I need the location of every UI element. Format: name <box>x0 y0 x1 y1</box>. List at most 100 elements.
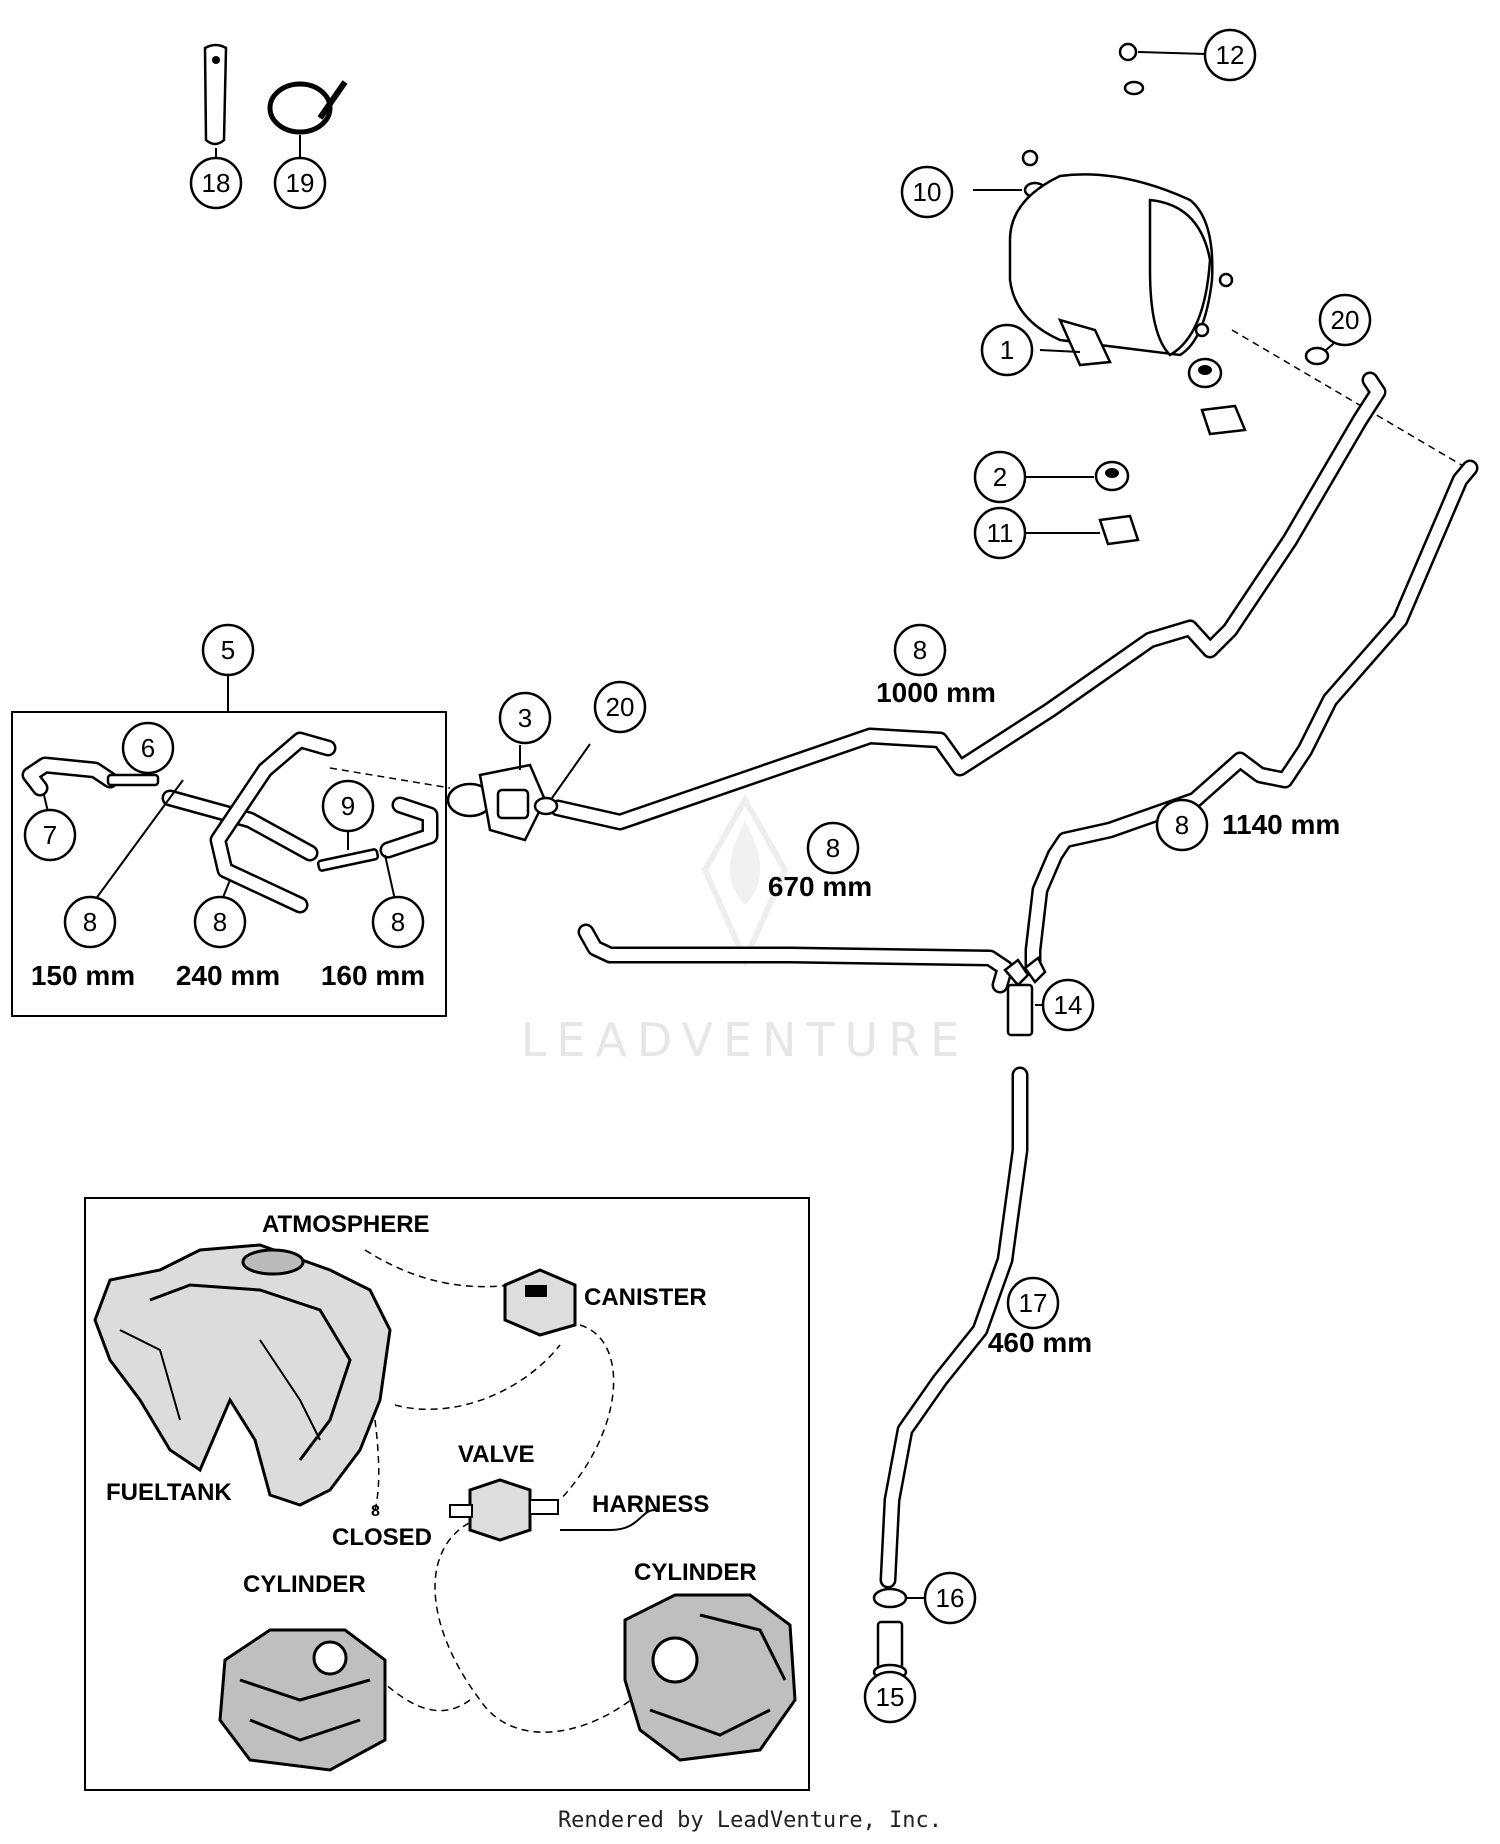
leader-20-lower <box>551 743 591 799</box>
length-670mm: 670 mm <box>768 871 872 902</box>
length-160mm: 160 mm <box>321 960 425 991</box>
leader-1 <box>1039 349 1081 353</box>
svg-text:8: 8 <box>1175 810 1189 840</box>
part-20-clamp-upper <box>1304 346 1330 366</box>
callout-8-150: 8 <box>63 895 117 949</box>
svg-text:2: 2 <box>993 462 1007 492</box>
svg-text:9: 9 <box>341 791 355 821</box>
callout-17: 17 <box>1006 1276 1060 1330</box>
svg-text:8: 8 <box>83 907 97 937</box>
part-18-strap <box>203 43 228 146</box>
cylinder-right-illustration <box>623 1593 797 1762</box>
footer-credit: Rendered by LeadVenture, Inc. <box>557 1808 943 1833</box>
svg-text:20: 20 <box>1331 305 1360 335</box>
part-14-tee <box>1003 956 1047 1037</box>
part-2-grommet-upper <box>1187 357 1223 389</box>
callout-8-160: 8 <box>371 895 425 949</box>
leader-valve-box <box>329 767 451 789</box>
callout-20-lower: 20 <box>593 680 647 734</box>
svg-text:8: 8 <box>913 635 927 665</box>
callout-6: 6 <box>121 721 175 775</box>
length-1140mm: 1140 mm <box>1222 809 1340 840</box>
system-schematic-box <box>84 1197 810 1791</box>
callout-7: 7 <box>23 808 77 862</box>
label-closed: CLOSED <box>332 1524 432 1551</box>
hose-8-1140mm <box>1024 459 1479 977</box>
callout-16: 16 <box>923 1571 977 1625</box>
svg-text:16: 16 <box>936 1583 965 1613</box>
line-tank-closed <box>374 1419 380 1511</box>
callout-15: 15 <box>863 1670 917 1724</box>
line-tank-canister <box>394 1344 561 1411</box>
line-canister-valve <box>559 1324 615 1501</box>
part-15-fitting <box>872 1620 908 1681</box>
svg-text:17: 17 <box>1019 1288 1048 1318</box>
svg-text:12: 12 <box>1216 40 1245 70</box>
callout-18: 18 <box>189 156 243 210</box>
length-240mm: 240 mm <box>176 960 280 991</box>
svg-text:8: 8 <box>391 907 405 937</box>
part-12-screw <box>1118 42 1145 96</box>
length-150mm: 150 mm <box>31 960 135 991</box>
callout-9: 9 <box>321 779 375 833</box>
watermark-text: LEADVENTURE <box>521 1013 970 1067</box>
hose-17-460mm <box>879 1066 1029 1589</box>
watermark: LEADVENTURE <box>521 793 970 1067</box>
svg-text:7: 7 <box>43 820 57 850</box>
svg-text:3: 3 <box>518 703 532 733</box>
callout-8-1140: 8 <box>1155 798 1209 852</box>
part-19-cable-tie <box>267 80 348 135</box>
svg-text:10: 10 <box>913 177 942 207</box>
label-cylinder-left: CYLINDER <box>243 1571 366 1598</box>
callout-14: 14 <box>1041 978 1095 1032</box>
label-atmosphere: ATMOSPHERE <box>262 1211 430 1238</box>
valve-small-illustration <box>449 1478 559 1542</box>
leader-canister-hose <box>1231 329 1471 471</box>
svg-text:14: 14 <box>1054 990 1083 1020</box>
svg-text:8: 8 <box>826 833 840 863</box>
callout-3: 3 <box>498 691 552 745</box>
label-cylinder-right: CYLINDER <box>634 1559 757 1586</box>
svg-text:15: 15 <box>876 1682 905 1712</box>
part-1-canister <box>1008 149 1234 367</box>
label-harness: HARNESS <box>592 1491 709 1518</box>
svg-text:18: 18 <box>202 168 231 198</box>
svg-text:11: 11 <box>987 518 1014 548</box>
label-canister: CANISTER <box>584 1284 707 1311</box>
length-1000mm: 1000 mm <box>876 677 996 708</box>
part-3-valve <box>446 763 547 842</box>
svg-text:1: 1 <box>1000 335 1014 365</box>
svg-text:20: 20 <box>606 692 635 722</box>
svg-text:8: 8 <box>213 907 227 937</box>
svg-text:19: 19 <box>286 168 315 198</box>
hose-8-1000mm <box>549 371 1387 831</box>
cylinder-left-illustration <box>218 1628 387 1772</box>
line-harness <box>560 1509 656 1531</box>
leader-12 <box>1137 51 1207 55</box>
callout-8-240: 8 <box>193 895 247 949</box>
leader-8-150 <box>94 779 184 901</box>
callout-2: 2 <box>973 450 1027 504</box>
part-16-clamp <box>872 1587 908 1609</box>
fuel-tank-illustration <box>93 1243 392 1507</box>
callout-11: 11 <box>973 506 1027 560</box>
label-fueltank: FUELTANK <box>106 1479 232 1506</box>
label-closed-mark: 8 <box>371 1503 380 1520</box>
callout-10: 10 <box>900 165 954 219</box>
hose-8-670mm <box>577 923 1014 994</box>
kit-5-hoses <box>21 731 439 914</box>
part-11-clip <box>1098 514 1140 546</box>
callout-5: 5 <box>201 623 255 677</box>
canister-small-illustration <box>503 1268 577 1337</box>
part-20-clamp-lower <box>533 796 559 816</box>
line-valve-cylinder-right <box>434 1517 671 1733</box>
svg-text:5: 5 <box>221 635 235 665</box>
callout-20-upper: 20 <box>1318 293 1372 347</box>
svg-text:6: 6 <box>141 733 155 763</box>
callout-12: 12 <box>1203 28 1257 82</box>
callout-1: 1 <box>980 323 1034 377</box>
length-460mm: 460 mm <box>988 1327 1092 1358</box>
leader-8-160 <box>384 854 396 901</box>
line-atmosphere <box>364 1249 511 1288</box>
